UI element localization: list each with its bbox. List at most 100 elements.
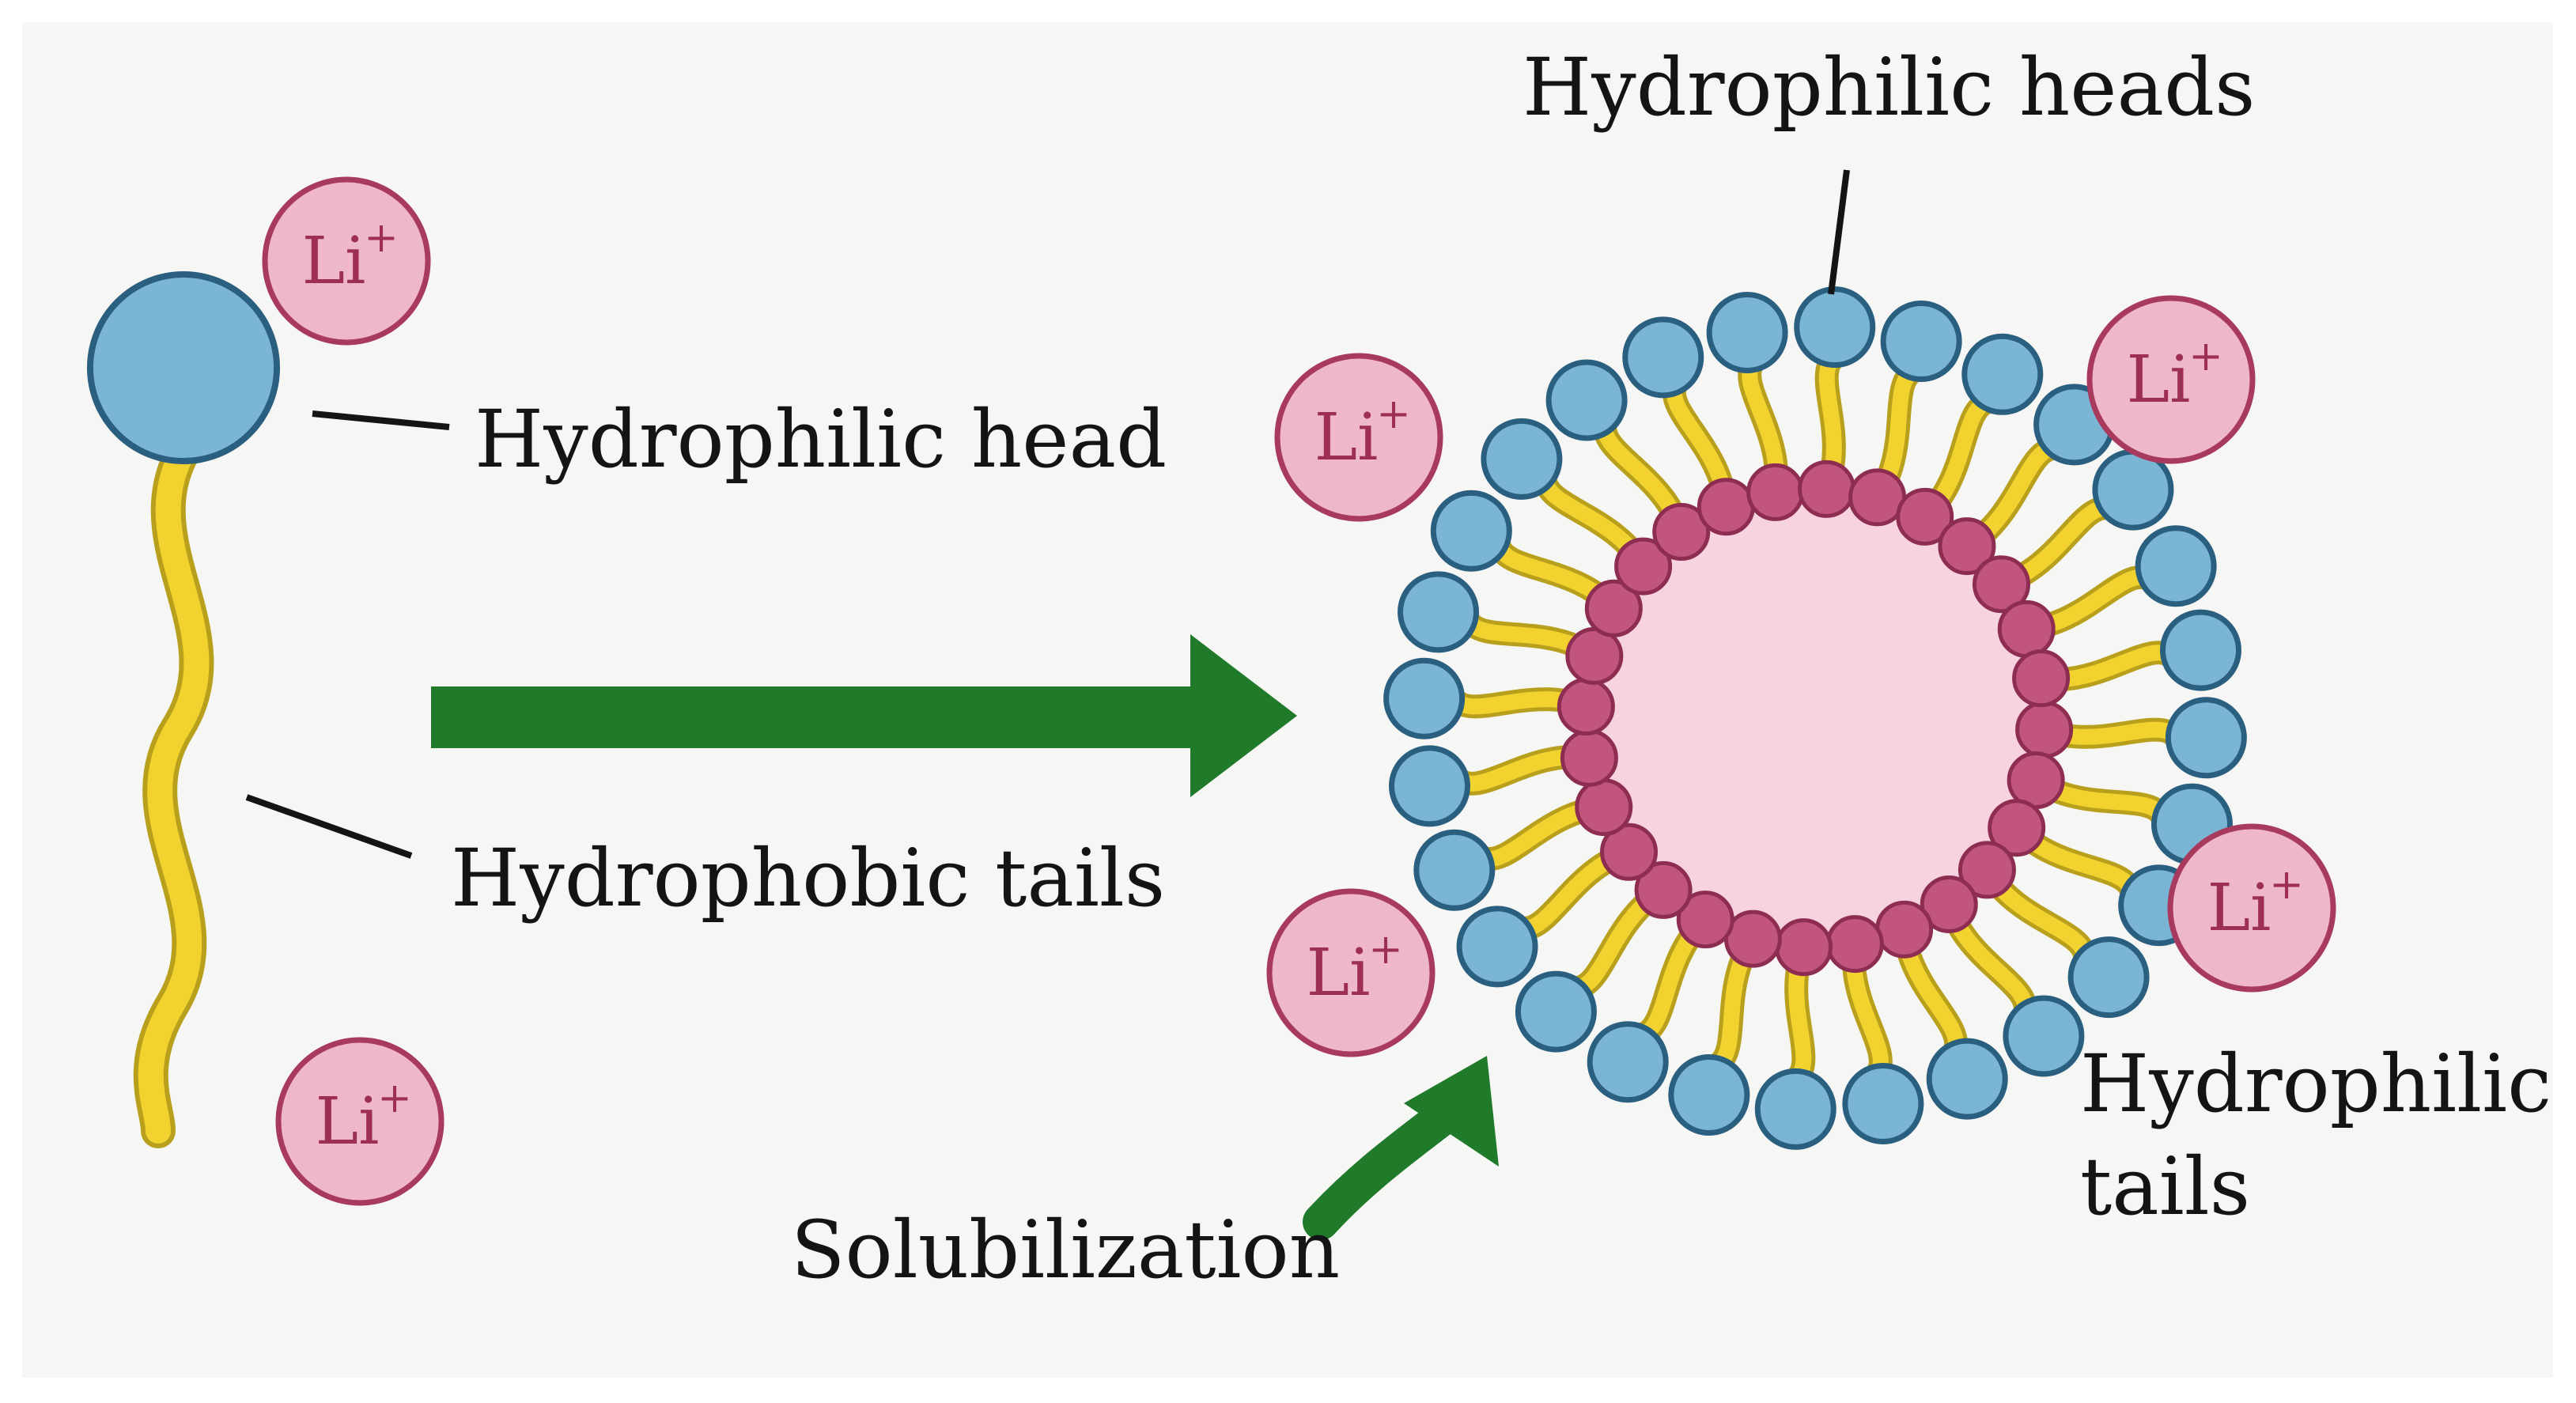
label-solubilization: Solubilization bbox=[791, 1204, 1340, 1296]
micelle-head bbox=[1961, 333, 2044, 415]
ion-charge: + bbox=[2188, 333, 2223, 380]
micelle-tail-joint bbox=[1746, 463, 1805, 521]
micelle-head bbox=[1545, 359, 1628, 441]
label-hydrophilic-heads: Hydrophilic heads bbox=[1523, 41, 2255, 134]
micelle-head bbox=[1842, 1062, 1924, 1144]
micelle-tail-joint bbox=[2012, 649, 2071, 708]
micelle-tail-joint bbox=[1775, 918, 1833, 977]
micelle-tail-joint bbox=[1938, 517, 1996, 576]
hydrophilic-head-circle bbox=[87, 271, 280, 464]
ion-symbol: Li bbox=[1314, 400, 1379, 475]
surfactant-ring bbox=[1383, 286, 2247, 1150]
ion-circle bbox=[1274, 353, 1443, 522]
micelle-tail-joint bbox=[1896, 487, 1954, 546]
micelle-head bbox=[2003, 995, 2085, 1077]
micelle-head bbox=[1413, 829, 1496, 911]
micelle-surfactant bbox=[1825, 915, 1924, 1144]
single-surfactant bbox=[87, 271, 280, 1148]
micelle-surfactant bbox=[1848, 301, 1962, 527]
micelle-tail-joint bbox=[1557, 678, 1615, 736]
micelle-tail-joint bbox=[2015, 700, 2074, 758]
micelle-tail-joint bbox=[1825, 915, 1884, 974]
micelle-head bbox=[1880, 301, 1962, 383]
micelle-head bbox=[1456, 906, 1538, 988]
micelle-head bbox=[1926, 1038, 2008, 1120]
li-ion: Li + bbox=[2086, 295, 2256, 464]
hydrophobic-tail-fill bbox=[138, 438, 210, 1144]
micelle-head bbox=[1754, 1068, 1836, 1150]
li-ion: Li + bbox=[275, 1037, 444, 1206]
micelle-surfactant bbox=[1430, 490, 1643, 637]
micelle-head bbox=[1668, 1053, 1750, 1136]
ion-charge: + bbox=[377, 1075, 412, 1122]
ion-circle bbox=[2167, 823, 2336, 993]
solubilization-arrowhead bbox=[1404, 1056, 1499, 1167]
micelle-surfactant bbox=[1587, 891, 1734, 1103]
label-hydrophilic-tails-line2: tails bbox=[2080, 1140, 2250, 1233]
micelle-head bbox=[2067, 936, 2150, 1019]
ion-charge: + bbox=[1376, 391, 1411, 438]
label-hydrophobic-tails: Hydrophobic tails bbox=[451, 832, 1165, 925]
label-hydrophilic-head: Hydrophilic head bbox=[475, 393, 1167, 486]
micelle-surfactant bbox=[1706, 292, 1805, 521]
micelle-surfactant bbox=[1958, 841, 2150, 1019]
ion-circle bbox=[262, 176, 431, 346]
micelle-surfactant bbox=[1668, 909, 1782, 1136]
micelle-surfactant bbox=[1413, 778, 1633, 911]
micelle-surfactant bbox=[1456, 823, 1659, 988]
micelle-tail-joint bbox=[1972, 555, 2030, 614]
micelle-head bbox=[1706, 292, 1788, 374]
micelle-tail-joint bbox=[1676, 891, 1734, 949]
micelle-tail-joint bbox=[1614, 537, 1673, 596]
micelle-tail-joint bbox=[1560, 728, 1618, 787]
micelle-head bbox=[1383, 657, 1466, 739]
ion-charge: + bbox=[1368, 926, 1403, 974]
micelle-tail-joint bbox=[1997, 599, 2056, 658]
micelle-head bbox=[1622, 316, 1704, 399]
micelle-tail-joint bbox=[1575, 778, 1633, 837]
li-ion: Li + bbox=[1274, 353, 1443, 522]
arrow-right bbox=[431, 634, 1297, 797]
ion-symbol: Li bbox=[1307, 936, 1371, 1011]
head-leader-line bbox=[312, 410, 450, 430]
micelle-tail-joint bbox=[1988, 799, 2046, 857]
label-hydrophilic-tails-line1: Hydrophilic bbox=[2080, 1038, 2551, 1130]
micelle-surfactant bbox=[1972, 448, 2174, 614]
micelle-head bbox=[1587, 1021, 1669, 1103]
micelle-surfactant bbox=[1515, 860, 1693, 1053]
ion-circle bbox=[1266, 888, 1436, 1057]
micelle-head bbox=[1794, 286, 1876, 369]
micelle-surfactant bbox=[2012, 609, 2241, 708]
ion-charge: + bbox=[2269, 861, 2304, 909]
micelle-head bbox=[2165, 697, 2247, 779]
micelle-head bbox=[2159, 609, 2241, 691]
micelle-surfactant bbox=[1545, 359, 1711, 562]
micelle-surfactant bbox=[1481, 418, 1673, 596]
micelle-surfactant bbox=[1875, 900, 2008, 1120]
micelle-surfactant bbox=[2015, 697, 2247, 779]
li-ion: Li + bbox=[1266, 888, 1436, 1057]
micelle-surfactant bbox=[1997, 525, 2217, 658]
micelle bbox=[1383, 286, 2247, 1150]
micelle-head bbox=[1481, 418, 1563, 500]
ion-charge: + bbox=[364, 214, 399, 262]
micelle-surfactant bbox=[1896, 333, 2044, 546]
micelle-surfactant bbox=[1754, 918, 1836, 1150]
micelle-surfactant bbox=[1389, 728, 1618, 827]
li-ion: Li + bbox=[2167, 823, 2336, 993]
micelle-tail-joint bbox=[1875, 900, 1934, 959]
heads-leader-line bbox=[1828, 169, 1850, 295]
micelle-tail-joint bbox=[1697, 478, 1755, 536]
micelle-tail-joint bbox=[1584, 579, 1643, 637]
tail-leader-line bbox=[245, 794, 413, 859]
ion-symbol: Li bbox=[2127, 342, 2191, 418]
micelle-surfactant bbox=[1920, 875, 2085, 1077]
micelle-surfactant bbox=[1622, 316, 1755, 536]
ion-symbol: Li bbox=[2207, 871, 2271, 946]
ion-symbol: Li bbox=[302, 224, 366, 299]
micelle-tail-joint bbox=[1634, 860, 1693, 919]
micelle-tail-joint bbox=[1797, 459, 1855, 518]
micelle-surfactant bbox=[1383, 657, 1615, 739]
